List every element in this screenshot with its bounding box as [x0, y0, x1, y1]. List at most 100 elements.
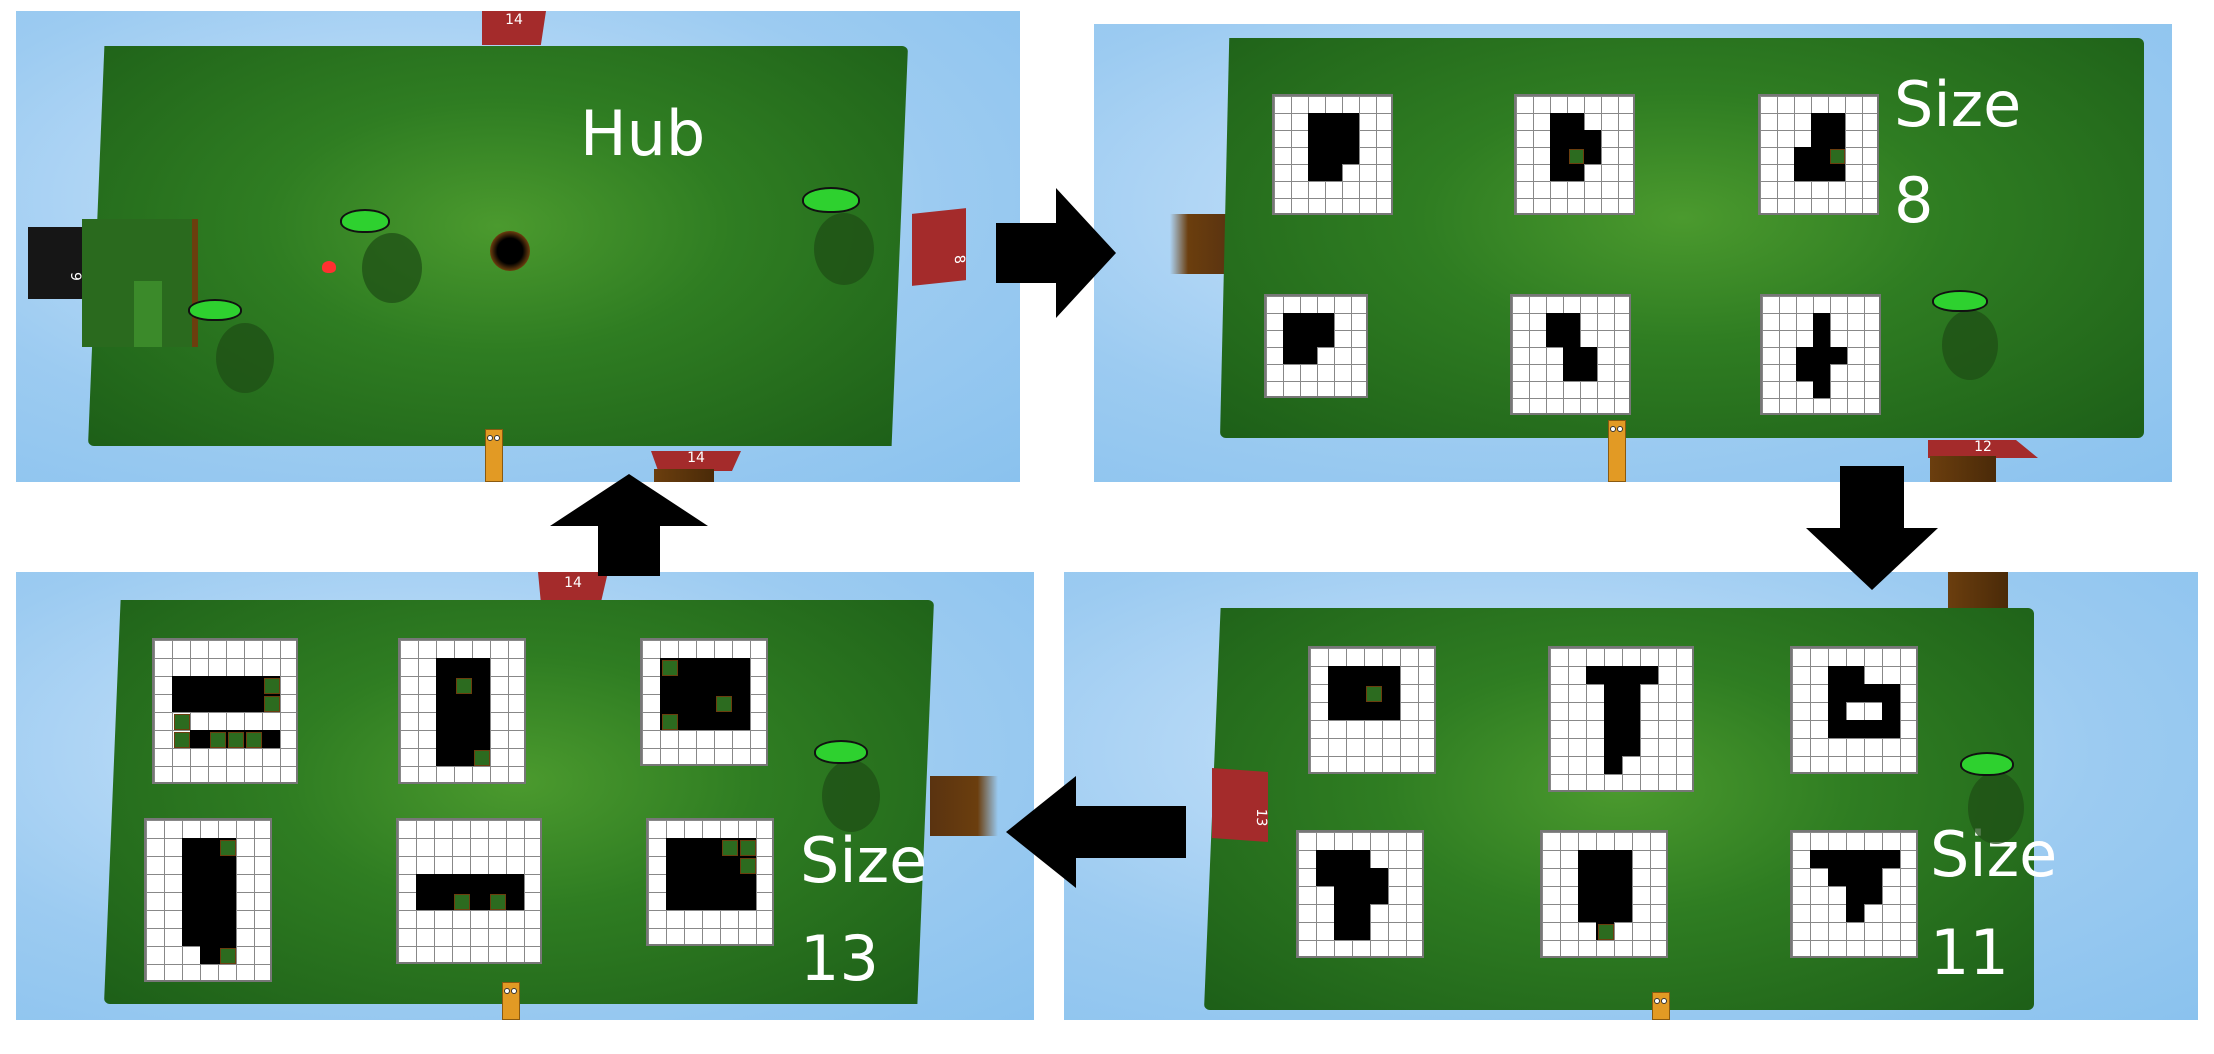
black-cell	[1828, 868, 1846, 886]
black-cell	[452, 874, 470, 892]
hub-title: Hub	[580, 97, 706, 170]
tree-icon	[802, 187, 882, 287]
black-cell	[714, 658, 732, 676]
puzzle-grid	[1790, 830, 1918, 958]
black-cell	[182, 928, 200, 946]
black-cell	[1325, 130, 1342, 147]
size13-label-1: Size	[800, 824, 928, 897]
right-trunk	[930, 776, 998, 836]
black-cell	[470, 874, 488, 892]
black-cell	[1828, 130, 1845, 147]
left-trunk	[1170, 214, 1230, 274]
arrow-down-icon	[1806, 466, 1938, 590]
black-cell	[1614, 868, 1632, 886]
green-block	[1569, 149, 1584, 164]
flag-14-top: 14	[482, 11, 546, 45]
black-cell	[1346, 684, 1364, 702]
black-cell	[720, 892, 738, 910]
black-cell	[1846, 850, 1864, 868]
black-cell	[1584, 130, 1601, 147]
black-cell	[1334, 922, 1352, 940]
black-cell	[218, 910, 236, 928]
black-cell	[1563, 364, 1580, 381]
green-block	[474, 750, 490, 766]
black-cell	[190, 676, 208, 694]
green-block	[1598, 924, 1614, 940]
black-cell	[1283, 347, 1300, 364]
green-block	[722, 840, 738, 856]
black-cell	[1846, 684, 1864, 702]
black-cell	[1813, 381, 1830, 398]
black-cell	[684, 892, 702, 910]
green-block	[220, 948, 236, 964]
black-cell	[472, 658, 490, 676]
puzzle-grid	[646, 818, 774, 946]
black-cell	[1567, 113, 1584, 130]
black-cell	[1604, 684, 1622, 702]
black-cell	[1604, 666, 1622, 684]
black-cell	[1317, 313, 1334, 330]
black-cell	[182, 856, 200, 874]
black-cell	[472, 712, 490, 730]
black-cell	[1546, 313, 1563, 330]
black-cell	[660, 694, 678, 712]
black-cell	[1864, 684, 1882, 702]
black-cell	[182, 892, 200, 910]
robot-post-icon	[1608, 420, 1626, 482]
black-cell	[1580, 364, 1597, 381]
black-cell	[172, 694, 190, 712]
puzzle-grid	[1296, 830, 1424, 958]
black-cell	[1811, 147, 1828, 164]
black-cell	[208, 676, 226, 694]
black-cell	[738, 874, 756, 892]
flag-13-left: 13	[1212, 768, 1269, 842]
flag-14-bottom: 14	[651, 451, 741, 471]
black-cell	[1550, 147, 1567, 164]
black-cell	[1813, 364, 1830, 381]
tree-icon	[1960, 752, 2040, 852]
black-cell	[1828, 164, 1845, 181]
puzzle-grid	[1264, 294, 1368, 398]
black-cell	[666, 874, 684, 892]
heart-icon	[322, 261, 336, 273]
black-cell	[1813, 313, 1830, 330]
black-cell	[200, 892, 218, 910]
black-cell	[1567, 164, 1584, 181]
puzzle-grid	[144, 818, 272, 982]
black-cell	[1882, 684, 1900, 702]
tree-icon	[814, 740, 894, 840]
black-cell	[1352, 886, 1370, 904]
black-cell	[1283, 313, 1300, 330]
black-cell	[1334, 868, 1352, 886]
green-block	[490, 894, 506, 910]
black-cell	[200, 856, 218, 874]
black-cell	[244, 676, 262, 694]
green-block	[228, 732, 244, 748]
black-cell	[1370, 886, 1388, 904]
black-cell	[1622, 684, 1640, 702]
size8-label-1: Size	[1894, 68, 2022, 141]
black-cell	[436, 712, 454, 730]
black-cell	[1586, 666, 1604, 684]
black-cell	[1546, 330, 1563, 347]
black-cell	[472, 676, 490, 694]
black-cell	[696, 658, 714, 676]
black-cell	[696, 712, 714, 730]
black-cell	[218, 856, 236, 874]
black-cell	[1317, 330, 1334, 347]
black-cell	[666, 892, 684, 910]
black-cell	[1364, 702, 1382, 720]
puzzle-grid	[1548, 646, 1694, 792]
black-cell	[1846, 666, 1864, 684]
bottom-right-trunk	[1930, 456, 1996, 482]
black-cell	[1640, 666, 1658, 684]
black-cell	[1300, 313, 1317, 330]
black-cell	[1622, 720, 1640, 738]
black-cell	[1604, 756, 1622, 774]
black-cell	[714, 676, 732, 694]
black-cell	[1352, 868, 1370, 886]
black-cell	[1828, 113, 1845, 130]
black-cell	[1604, 738, 1622, 756]
black-cell	[684, 856, 702, 874]
black-cell	[696, 694, 714, 712]
